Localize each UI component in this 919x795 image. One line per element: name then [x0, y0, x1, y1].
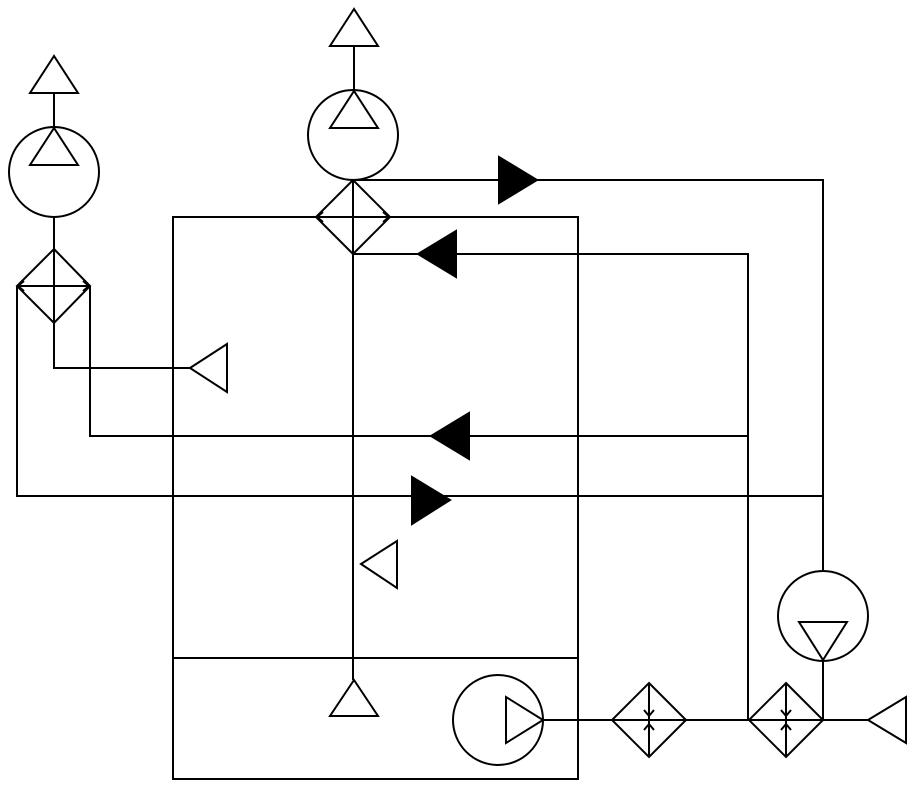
left-heat-exchanger: [15, 247, 92, 325]
center-heat-exchanger: [314, 178, 392, 256]
bottom-exchanger-2-tick-bottom: [780, 722, 792, 731]
right-terminal-triangle-icon: [866, 695, 907, 745]
center-pump-icon: [307, 89, 399, 181]
flow-arrow-left-icon: [416, 229, 457, 279]
bottom-pump-icon: [452, 674, 544, 766]
bottom-exchanger-1-tick-top: [643, 709, 655, 718]
bottom-exchanger-2: [747, 681, 825, 759]
right-pump-icon: [777, 570, 869, 662]
bottom-pump-assembly: [452, 674, 545, 766]
bottom-exchanger-2-tick-top: [780, 709, 792, 718]
center-terminal-triangle-icon: [359, 539, 398, 590]
flow-arrow-right-icon: [498, 155, 539, 205]
flow-arrows: [411, 155, 539, 526]
left-terminal-triangle-icon: [188, 342, 228, 394]
flow-arrow-left-icon: [429, 411, 470, 461]
left-top-triangle-icon: [28, 54, 80, 94]
pipe-lower-feed: [16, 286, 823, 497]
bottom-exchanger-1: [610, 681, 688, 759]
vessel-bottom-triangle-icon: [328, 678, 380, 717]
right-pump-assembly: [777, 570, 869, 662]
right-pump-triangle-icon: [797, 621, 849, 662]
open-triangles: [188, 342, 907, 745]
flow-arrow-right-icon: [411, 475, 452, 526]
center-pump-assembly: [307, 7, 399, 181]
left-pump-icon: [8, 126, 100, 218]
left-pump-triangle-icon: [28, 126, 80, 166]
center-exchanger-arrowhead-left: [315, 211, 324, 223]
pipe-upper-feed: [353, 253, 749, 720]
center-exchanger-arrowhead-right: [382, 211, 391, 223]
left-pump-assembly: [8, 54, 100, 249]
bottom-pump-triangle-icon: [505, 695, 545, 745]
pipe-left-to-triangle: [53, 323, 190, 369]
center-top-triangle-icon: [328, 7, 380, 47]
bottom-exchanger-1-tick-bottom: [643, 722, 655, 731]
center-pump-triangle-icon: [328, 89, 380, 129]
pipe-middle-return: [89, 286, 748, 437]
